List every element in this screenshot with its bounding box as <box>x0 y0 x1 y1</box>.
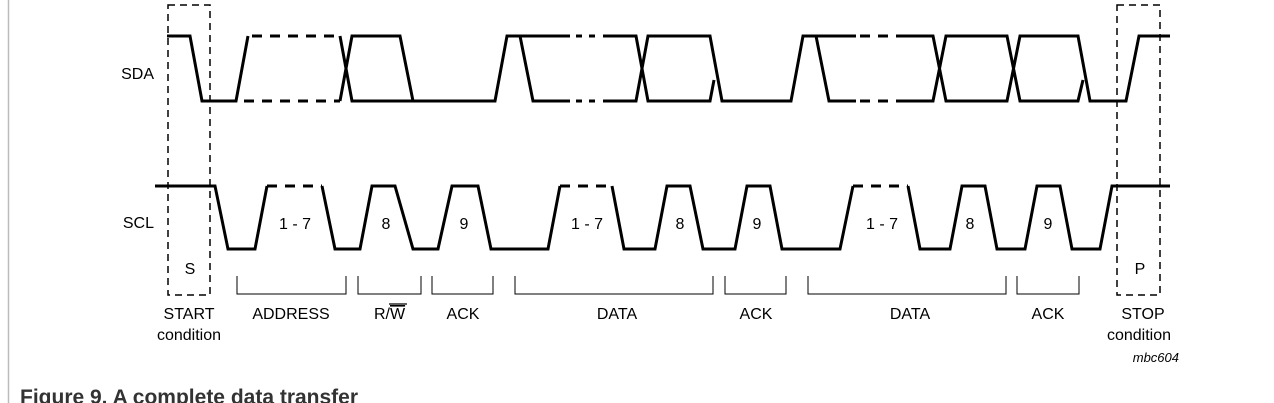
data-label: DATA <box>890 306 931 323</box>
bit-label: 9 <box>460 216 469 233</box>
stop-sub-label: condition <box>1107 327 1171 344</box>
field-brackets <box>236 276 1080 295</box>
rw-r: R/ <box>374 306 391 323</box>
ack-label: ACK <box>447 306 480 323</box>
scl-label: SCL <box>123 215 154 232</box>
figure-id: mbc604 <box>1133 350 1179 365</box>
start-sub-label: condition <box>157 327 221 344</box>
sda-label: SDA <box>121 66 154 83</box>
figure-caption: Figure 9. A complete data transfer <box>20 386 358 403</box>
bit-label: 9 <box>753 216 762 233</box>
ack-label: ACK <box>740 306 773 323</box>
bit-label: 1 - 7 <box>866 216 898 233</box>
rw-w-overline: W <box>390 306 406 323</box>
start-condition-box <box>167 4 211 296</box>
bit-label: 9 <box>1044 216 1053 233</box>
stop-marker: P <box>1135 261 1146 278</box>
start-marker: S <box>185 261 196 278</box>
bit-label: 1 - 7 <box>279 216 311 233</box>
rw-label: R/W <box>374 306 406 323</box>
data-label: DATA <box>597 306 638 323</box>
bit-label: 8 <box>966 216 975 233</box>
stop-condition-box <box>1116 4 1161 296</box>
bit-label: 1 - 7 <box>571 216 603 233</box>
bit-label: 8 <box>382 216 391 233</box>
sda-waveform <box>167 34 1170 103</box>
address-label: ADDRESS <box>252 306 329 323</box>
start-label: START <box>164 306 215 323</box>
ack-label: ACK <box>1032 306 1065 323</box>
stop-label: STOP <box>1121 306 1164 323</box>
bit-label: 8 <box>676 216 685 233</box>
scl-waveform <box>155 184 1170 251</box>
